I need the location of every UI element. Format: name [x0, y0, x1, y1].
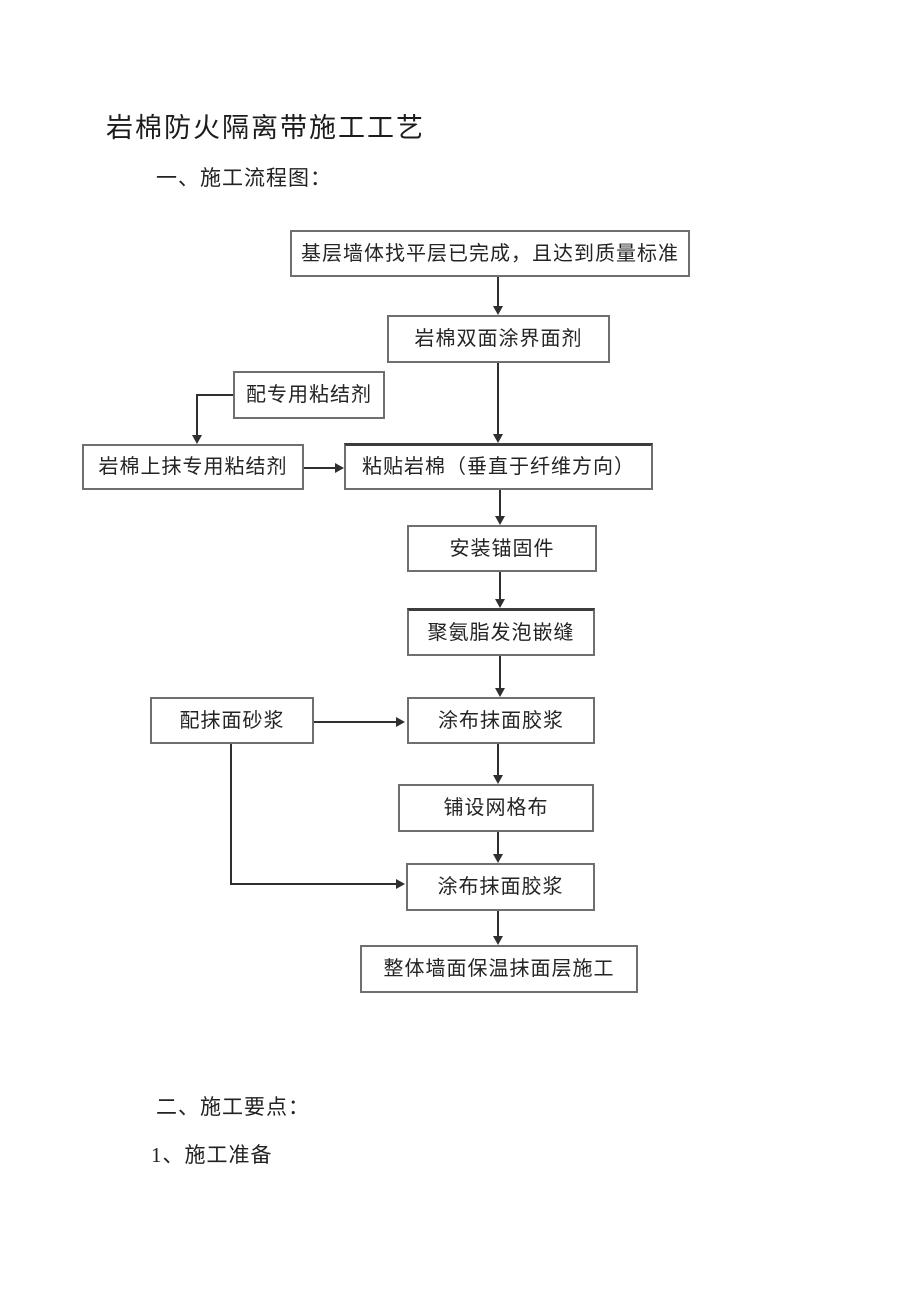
connector-line: [497, 277, 499, 306]
flow-node-interface-agent: 岩棉双面涂界面剂: [387, 315, 610, 363]
arrowhead-down-icon: [495, 599, 505, 608]
flow-node-apply-adhesive-on-rockwool: 岩棉上抹专用粘结剂: [82, 444, 304, 490]
flow-node-base-wall-leveling: 基层墙体找平层已完成，且达到质量标准: [290, 230, 690, 277]
section-flowchart-heading: 一、施工流程图：: [156, 166, 332, 190]
arrowhead-down-icon: [493, 306, 503, 315]
connector-line: [499, 490, 501, 516]
connector-line: [497, 363, 499, 434]
connector-line: [304, 467, 335, 469]
flow-node-apply-facing-plaster-1: 涂布抹面胶浆: [407, 697, 595, 744]
section-points-heading: 二、施工要点：: [156, 1095, 310, 1119]
flow-node-install-anchors: 安装锚固件: [407, 525, 597, 572]
connector-line: [497, 832, 499, 854]
connector-line: [196, 394, 198, 435]
flow-node-apply-facing-plaster-2: 涂布抹面胶浆: [406, 863, 595, 911]
connector-line: [499, 572, 501, 599]
section-points-item: 1、施工准备: [151, 1143, 273, 1167]
arrowhead-down-icon: [493, 775, 503, 784]
connector-line: [499, 656, 501, 688]
arrowhead-down-icon: [493, 854, 503, 863]
flow-node-prepare-adhesive: 配专用粘结剂: [233, 371, 385, 419]
page-title: 岩棉防火隔离带施工工艺: [106, 113, 425, 143]
arrowhead-down-icon: [493, 936, 503, 945]
connector-line: [497, 911, 499, 936]
arrowhead-down-icon: [495, 516, 505, 525]
connector-line: [230, 883, 396, 885]
connector-line: [497, 744, 499, 775]
flow-node-overall-wall-insulation: 整体墙面保温抹面层施工: [360, 945, 638, 993]
connector-line: [196, 394, 233, 396]
arrowhead-right-icon: [396, 717, 405, 727]
arrowhead-down-icon: [192, 435, 202, 444]
flow-node-prepare-facing-mortar: 配抹面砂浆: [150, 697, 314, 744]
arrowhead-down-icon: [495, 688, 505, 697]
flow-node-paste-rockwool: 粘贴岩棉（垂直于纤维方向）: [344, 443, 653, 490]
connector-line: [230, 744, 232, 884]
flow-node-lay-mesh-cloth: 铺设网格布: [398, 784, 594, 832]
arrowhead-right-icon: [396, 879, 405, 889]
connector-line: [314, 721, 396, 723]
arrowhead-down-icon: [493, 434, 503, 443]
arrowhead-right-icon: [335, 463, 344, 473]
flow-node-polyurethane-foam-caulking: 聚氨脂发泡嵌缝: [407, 608, 595, 656]
